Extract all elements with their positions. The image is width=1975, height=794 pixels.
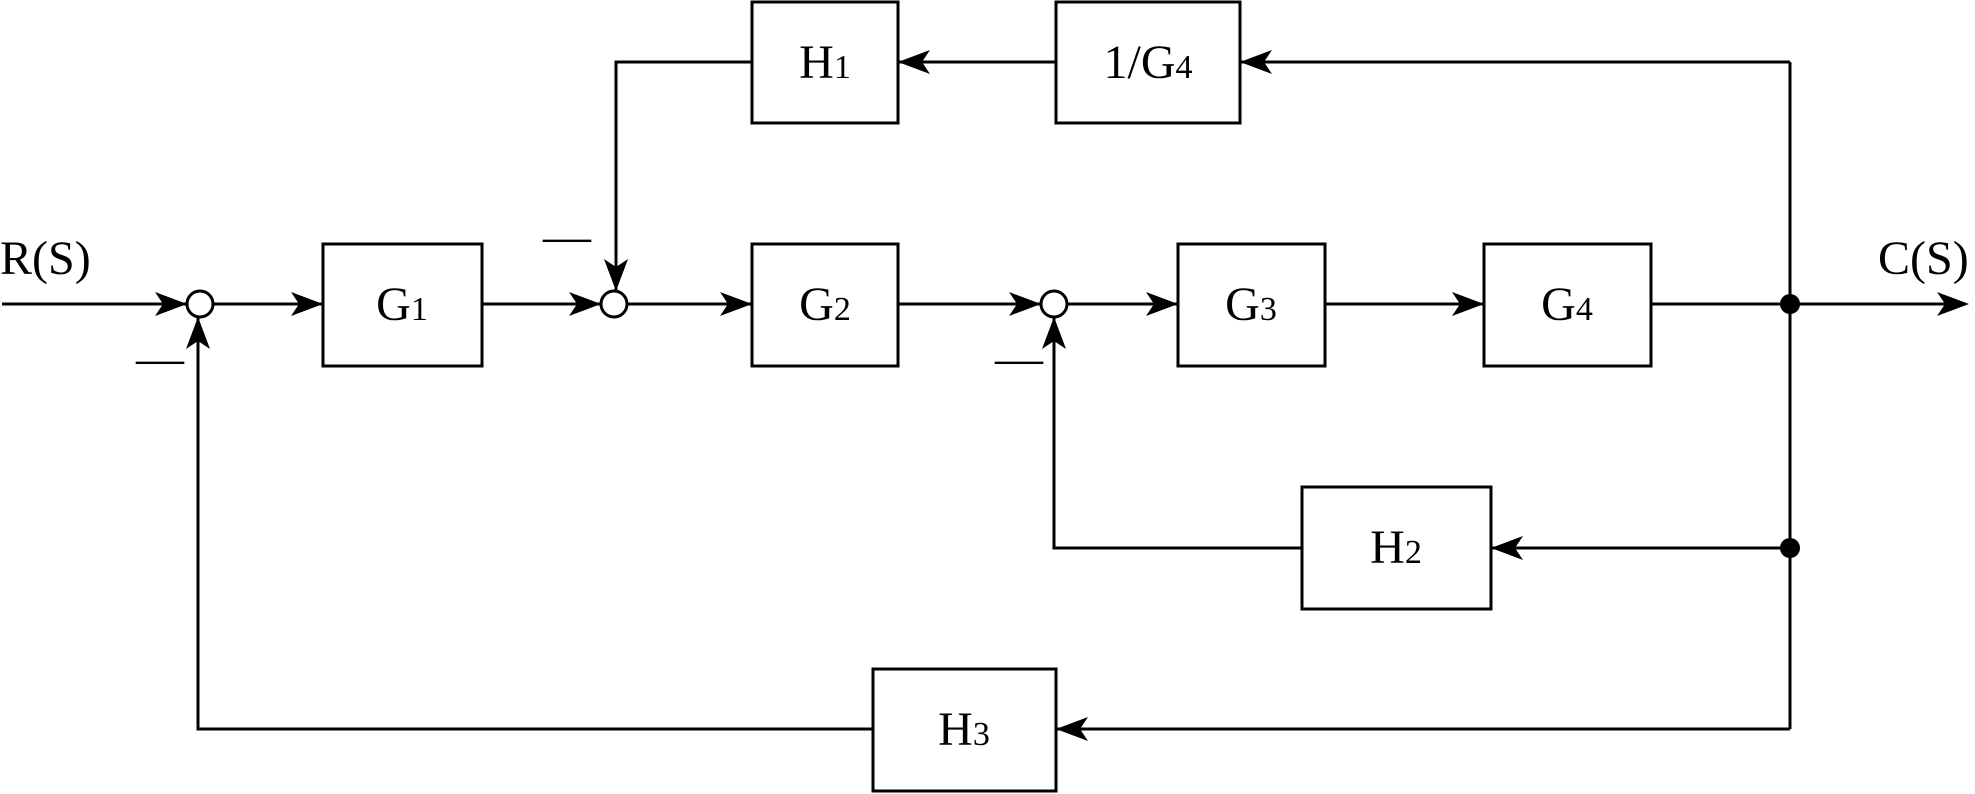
wire-h3-sum1 xyxy=(196,317,873,731)
svg-text:H2: H2 xyxy=(1370,521,1422,574)
arrow-h2-into-sum3 xyxy=(1042,317,1066,349)
block-g2-subscript: 2 xyxy=(834,291,851,328)
arrow-into-h1 xyxy=(898,50,930,74)
arrow-h1-into-sum2 xyxy=(604,259,628,291)
block-g1-label: G xyxy=(376,278,411,331)
sum2-negative-sign: — xyxy=(542,210,592,263)
block-g3-label: G xyxy=(1225,278,1260,331)
block-h3-subscript: 3 xyxy=(973,716,990,753)
block-g4-label: G xyxy=(1541,278,1576,331)
wire-h1-sum2 xyxy=(614,60,752,291)
arrow-into-sum1 xyxy=(155,292,187,316)
block-g3: G3 xyxy=(1176,242,1327,368)
arrow-into-inv-g4 xyxy=(1240,50,1272,74)
block-g2-label: G xyxy=(799,278,834,331)
arrow-h3-into-sum1 xyxy=(186,317,210,349)
arrow-into-h3 xyxy=(1056,717,1088,741)
takeoff-node-h2 xyxy=(1780,538,1800,558)
block-inv-g4-subscript: 4 xyxy=(1176,49,1193,86)
block-h2-subscript: 2 xyxy=(1405,534,1422,571)
arrow-into-g3 xyxy=(1146,292,1178,316)
arrow-into-g1 xyxy=(291,292,323,316)
summing-junction-1 xyxy=(185,289,215,319)
arrow-into-sum3 xyxy=(1009,292,1041,316)
block-g4-subscript: 4 xyxy=(1576,291,1593,328)
svg-text:H1: H1 xyxy=(799,36,851,89)
svg-text:G3: G3 xyxy=(1225,278,1277,331)
arrow-output xyxy=(1937,292,1969,316)
arrow-into-h2 xyxy=(1491,536,1523,560)
summing-junction-2 xyxy=(599,289,629,319)
block-h2: H2 xyxy=(1300,485,1493,611)
summing-junction-3 xyxy=(1039,289,1069,319)
svg-text:G4: G4 xyxy=(1541,278,1593,331)
block-h3: H3 xyxy=(871,667,1058,793)
block-h1-label: H xyxy=(799,36,834,89)
block-g1-subscript: 1 xyxy=(411,291,428,328)
arrow-into-g2 xyxy=(720,292,752,316)
block-h2-label: H xyxy=(1370,521,1405,574)
output-signal-label: C(S) xyxy=(1878,232,1969,285)
wire-h2-sum3 xyxy=(1052,317,1302,550)
block-h3-label: H xyxy=(938,703,973,756)
arrow-into-g4 xyxy=(1452,292,1484,316)
svg-text:H3: H3 xyxy=(938,703,990,756)
svg-text:G1: G1 xyxy=(376,278,428,331)
block-h1: H1 xyxy=(750,0,900,125)
arrow-into-sum2 xyxy=(569,292,601,316)
takeoff-node-output xyxy=(1780,294,1800,314)
svg-text:1/G4: 1/G4 xyxy=(1104,36,1193,89)
block-g1: G1 xyxy=(321,242,484,368)
block-inv-g4-label: 1/G xyxy=(1104,36,1176,89)
block-g4: G4 xyxy=(1482,242,1653,368)
svg-text:G2: G2 xyxy=(799,278,851,331)
block-inv-g4: 1/G4 xyxy=(1054,0,1242,125)
block-g3-subscript: 3 xyxy=(1260,291,1277,328)
block-g2: G2 xyxy=(750,242,900,368)
sum3-negative-sign: — xyxy=(994,332,1044,385)
sum1-negative-sign: — xyxy=(135,332,185,385)
input-signal-label: R(S) xyxy=(0,232,91,285)
block-h1-subscript: 1 xyxy=(834,49,851,86)
